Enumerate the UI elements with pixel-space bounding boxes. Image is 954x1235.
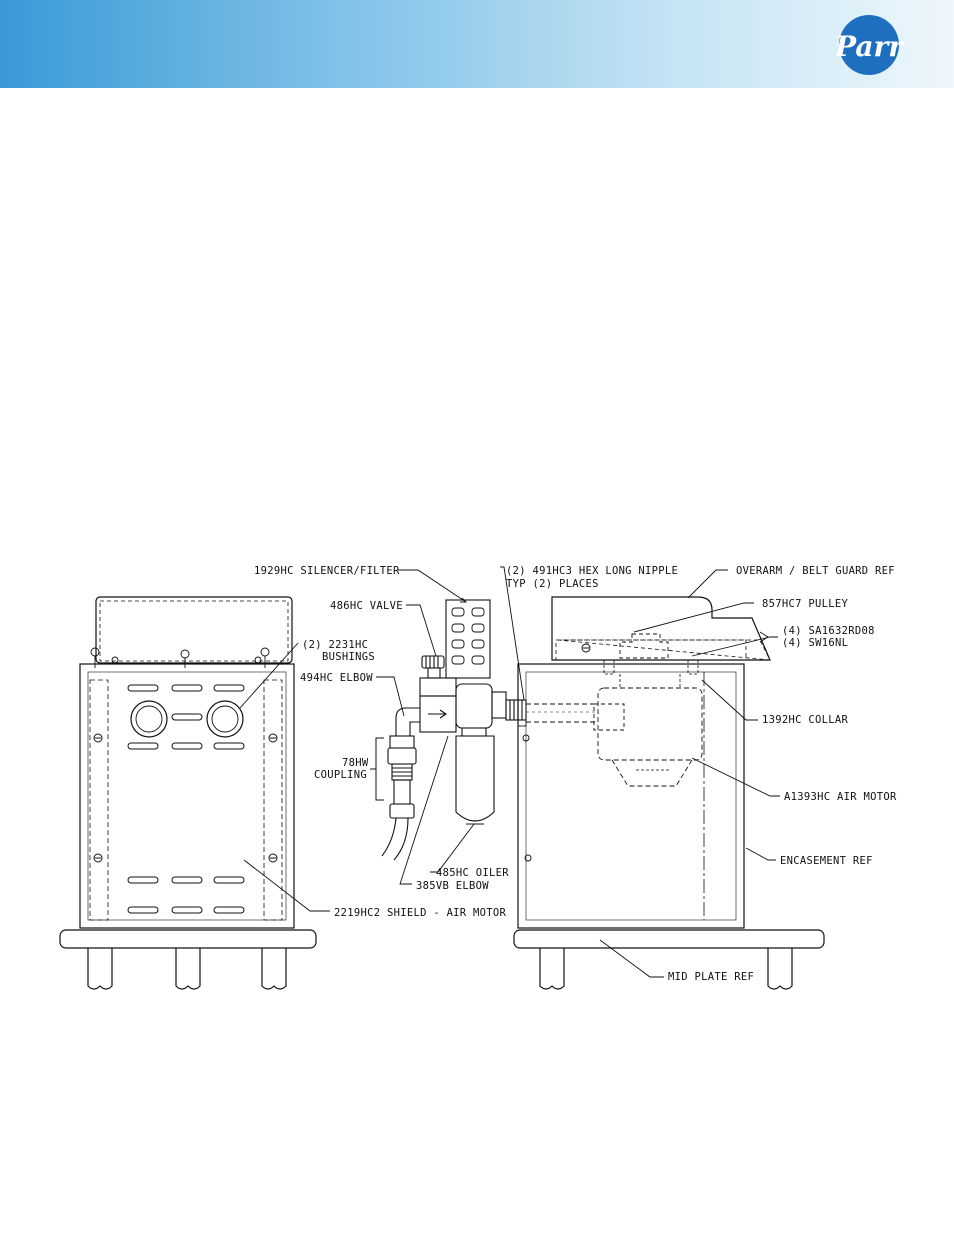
label-pulley: 857HC7 PULLEY	[762, 598, 848, 610]
label-elbow-494hc: 494HC ELBOW	[300, 672, 373, 684]
oiler-bowl	[455, 735, 495, 822]
leader-lines	[239, 566, 780, 978]
label-sa1632rd08: (4) SA1632RD08	[782, 625, 875, 637]
encasement	[517, 663, 745, 929]
label-collar: 1392HC COLLAR	[762, 714, 848, 726]
mid-plate-front	[59, 929, 317, 949]
label-oiler: 485HC OILER	[436, 867, 509, 879]
header-band	[0, 0, 954, 88]
label-mid-plate: MID PLATE REF	[668, 971, 754, 983]
label-bushings-part: (2) 2231HC	[302, 639, 368, 651]
label-encasement: ENCASEMENT REF	[780, 855, 873, 867]
air-motor	[597, 687, 703, 761]
overarm-belt-guard	[551, 596, 771, 661]
front-view	[59, 596, 317, 990]
plumbing-assembly	[370, 599, 527, 861]
label-hex-long-nipple: (2) 491HC3 HEX LONG NIPPLE	[506, 565, 678, 577]
label-overarm-belt-guard: OVERARM / BELT GUARD REF	[736, 565, 895, 577]
side-view	[513, 596, 825, 990]
air-motor-assembly-drawing: 1929HC SILENCER/FILTER (2) 491HC3 HEX LO…	[59, 565, 897, 990]
label-coupling: COUPLING	[314, 769, 367, 781]
mid-plate-side	[513, 929, 825, 949]
shield-front	[79, 663, 295, 929]
label-typ-places: TYP (2) PLACES	[506, 578, 599, 590]
label-shield-air-motor: 2219HC2 SHIELD - AIR MOTOR	[334, 907, 507, 919]
overarm-cover-front	[95, 596, 293, 664]
label-valve: 486HC VALVE	[330, 600, 403, 612]
label-bushings: BUSHINGS	[322, 651, 375, 663]
label-silencer-filter: 1929HC SILENCER/FILTER	[254, 565, 400, 577]
label-elbow-385vb: 385VB ELBOW	[416, 880, 489, 892]
label-air-motor: A1393HC AIR MOTOR	[784, 791, 897, 803]
elbow-494hc	[395, 707, 420, 737]
label-sw16nl: (4) SW16NL	[782, 637, 848, 649]
label-coupling-part: 78HW	[342, 757, 369, 769]
valve-knob	[421, 655, 445, 669]
silencer-filter	[445, 599, 491, 679]
parr-logo: Parr	[836, 15, 905, 75]
pulley	[619, 633, 669, 659]
logo-text: Parr	[836, 30, 905, 63]
